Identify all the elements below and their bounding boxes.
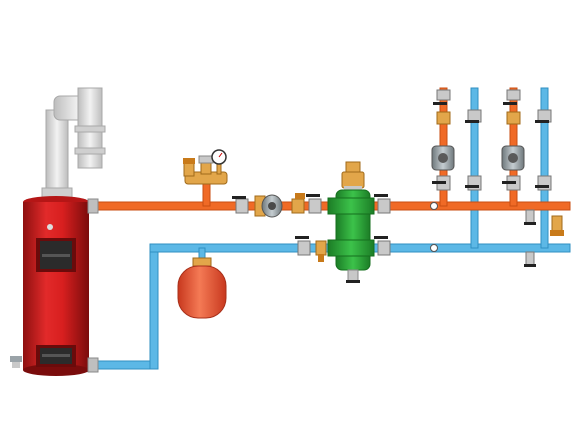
expansion-tank	[177, 247, 227, 319]
circulation-pump	[254, 194, 283, 218]
supply-line	[89, 87, 571, 211]
manifold-drain-valves	[524, 209, 564, 267]
hydraulic-separator	[327, 161, 375, 283]
ball-valve-2	[306, 194, 322, 214]
return-valve-1	[295, 236, 311, 256]
return-thermometer-icon	[430, 244, 438, 252]
heating-circuit-1	[431, 89, 482, 191]
boiler	[10, 196, 89, 376]
manifold-valve-supply-in	[374, 194, 391, 214]
ball-valve-1	[232, 196, 249, 214]
return-fitting	[87, 357, 99, 373]
manifold-valve-return-in	[374, 236, 391, 256]
safety-group	[183, 149, 228, 185]
supply-fitting	[87, 198, 99, 214]
check-valve	[291, 193, 305, 214]
return-valve-2	[315, 240, 327, 262]
chimney-flue	[41, 87, 106, 201]
return-line	[89, 87, 571, 370]
heating-circuit-2	[501, 89, 552, 191]
supply-thermometer-icon	[430, 202, 438, 210]
